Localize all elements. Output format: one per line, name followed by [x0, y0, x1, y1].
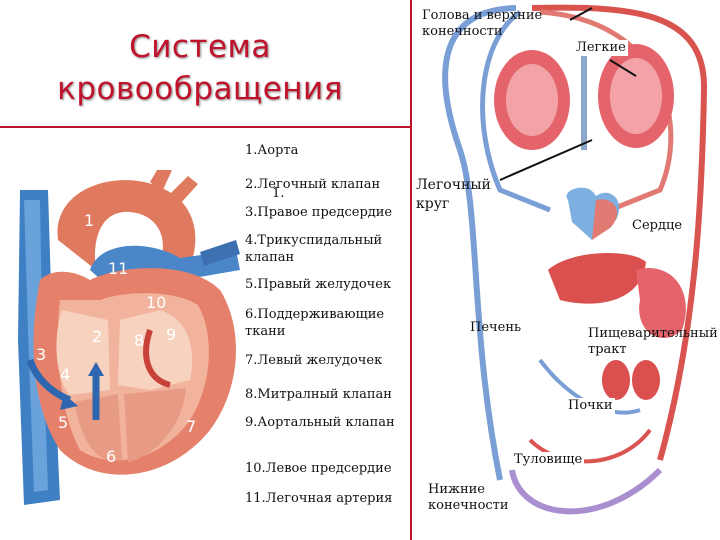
- legend-item-pulmonary-artery: 11.Легочная артерия: [245, 491, 393, 506]
- label-liver: Печень: [470, 320, 522, 335]
- heart-number-6: 6: [106, 447, 116, 466]
- kidney-left-shape: [602, 360, 630, 400]
- label-trunk: Туловище: [512, 452, 585, 468]
- heart-number-10: 10: [146, 293, 166, 312]
- heart-number-2: 2: [92, 327, 102, 346]
- legend-item-aorta: 1.Аорта: [245, 143, 299, 158]
- label-lungs: Легкие: [574, 40, 628, 56]
- aorta-shape: [57, 180, 196, 270]
- heart-number-3: 3: [36, 345, 46, 364]
- digestive-shape: [636, 268, 686, 339]
- label-digestive: Пищеварительный тракт: [588, 326, 718, 357]
- legend-item-right-ventricle: 5.Правый желудочек: [245, 277, 392, 292]
- heart-number-1: 1: [84, 211, 94, 230]
- legend-item-support-tissue: 6.Поддерживающие ткани: [245, 307, 385, 339]
- heart-number-7: 7: [186, 417, 196, 436]
- divider-horizontal: [0, 126, 412, 128]
- legend-item-mitral-valve: 8.Митралный клапан: [245, 387, 392, 402]
- label-heart: Сердце: [630, 218, 685, 234]
- legend-item-left-ventricle: 7.Левый желудочек: [245, 353, 383, 368]
- heart-number-11: 11: [108, 259, 128, 278]
- legend-item-pulmonary-valve: 2.Легочный клапан: [245, 177, 381, 192]
- legend-item-right-atrium: 3.Правое предсердие: [245, 205, 393, 220]
- legend-item-aortic-valve: 9.Аортальный клапан: [245, 415, 395, 430]
- label-kidneys: Почки: [566, 398, 615, 414]
- heart-number-4: 4: [60, 365, 70, 384]
- legend-item-left-atrium: 10.Левое предсердие: [245, 461, 392, 476]
- heart-number-9: 9: [166, 325, 176, 344]
- divider-vertical: [410, 0, 412, 540]
- legend-item-tricuspid-valve: 4.Трикуспидальный клапан: [245, 233, 383, 265]
- page-title: Система кровообращения: [57, 29, 343, 107]
- heart-number-5: 5: [58, 413, 68, 432]
- kidney-right-shape: [632, 360, 660, 400]
- label-head-arms: Голова и верхние конечности: [422, 8, 543, 39]
- circulation-diagram: [442, 4, 708, 515]
- heart-illustration: 1 2 3 4 5 6 7 8 9 10 11: [18, 170, 240, 505]
- label-lower-limbs: Нижние конечности: [428, 482, 509, 513]
- liver-shape: [548, 252, 646, 304]
- stray-number-label: 1.: [272, 186, 285, 201]
- heart-number-8: 8: [134, 331, 144, 350]
- label-pulmonary-circuit: Легочный круг: [416, 177, 491, 212]
